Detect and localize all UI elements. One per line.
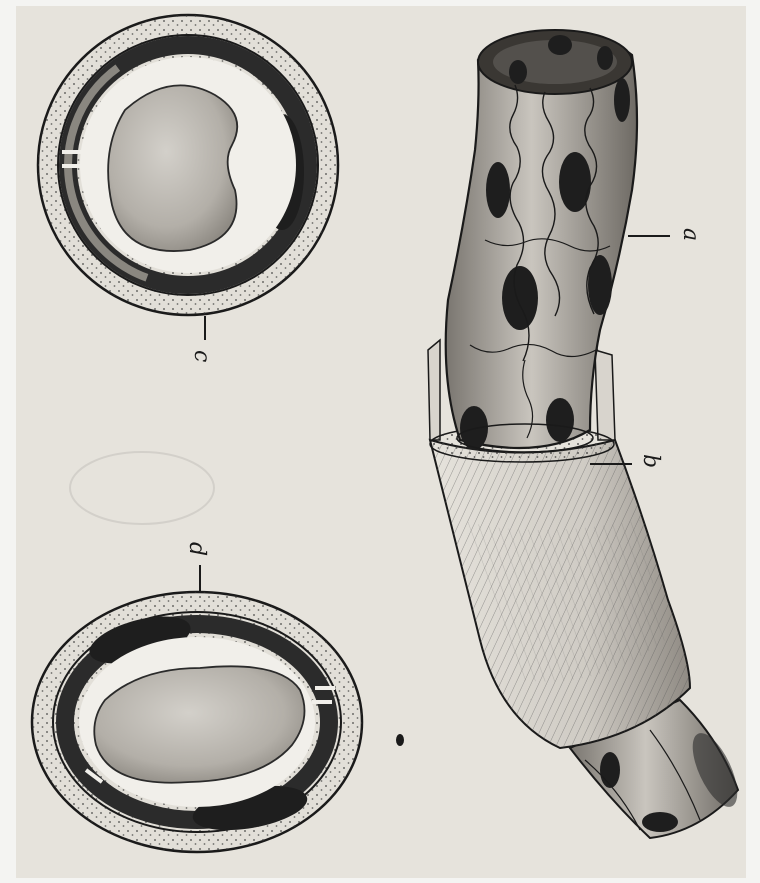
ink-spot	[396, 734, 404, 746]
erythrocyte	[108, 85, 237, 251]
label-b: b	[638, 454, 663, 468]
label-d: d	[184, 542, 209, 556]
label-c: c	[189, 350, 214, 362]
label-a: a	[678, 228, 703, 241]
